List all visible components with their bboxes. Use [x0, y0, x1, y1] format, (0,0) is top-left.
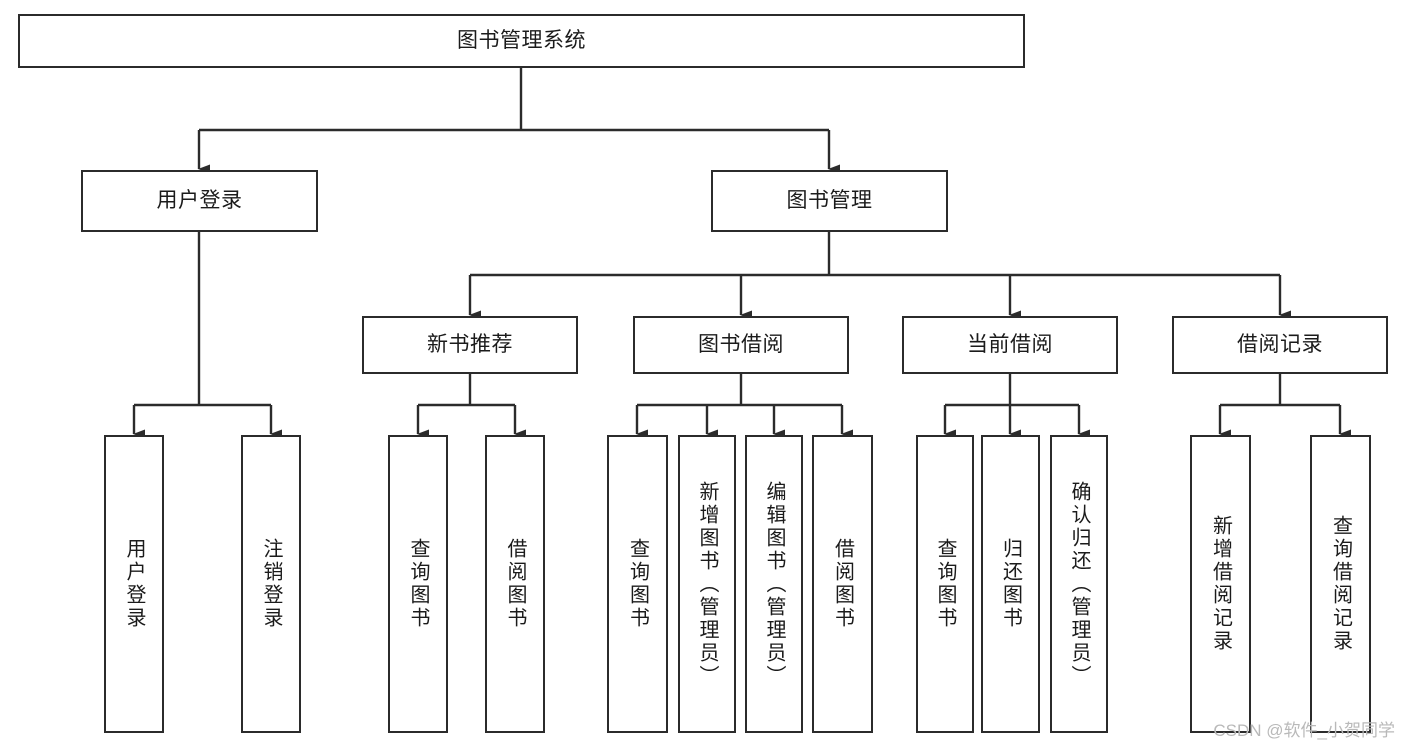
- leaf-label: 查询图书: [407, 538, 429, 630]
- node-book-management[interactable]: 图书管理: [711, 170, 948, 232]
- leaf-add-book-admin[interactable]: 新增图书（管理员）: [678, 435, 736, 733]
- node-label-root: 图书管理系统: [457, 29, 586, 53]
- node-label-book-management: 图书管理: [786, 189, 873, 213]
- node-label-book-borrow: 图书借阅: [698, 333, 784, 357]
- node-label-current-borrow: 当前借阅: [967, 333, 1053, 357]
- node-current-borrow[interactable]: 当前借阅: [902, 316, 1118, 374]
- leaf-label: 编辑图书（管理员）: [763, 480, 785, 688]
- leaf-query-book-borrow[interactable]: 查询图书: [607, 435, 668, 733]
- leaf-query-borrow-record[interactable]: 查询借阅记录: [1310, 435, 1371, 733]
- leaf-add-borrow-record[interactable]: 新增借阅记录: [1190, 435, 1251, 733]
- node-book-borrow[interactable]: 图书借阅: [633, 316, 849, 374]
- leaf-borrow-book-recommend[interactable]: 借阅图书: [485, 435, 545, 733]
- leaf-label: 借阅图书: [831, 538, 854, 630]
- leaf-label: 确认归还（管理员）: [1068, 480, 1090, 688]
- leaf-label: 借阅图书: [504, 538, 526, 630]
- leaf-label: 查询图书: [626, 538, 649, 630]
- node-label-borrow-record: 借阅记录: [1237, 333, 1323, 357]
- leaf-query-book-recommend[interactable]: 查询图书: [388, 435, 448, 733]
- node-borrow-record[interactable]: 借阅记录: [1172, 316, 1388, 374]
- leaf-label: 归还图书: [999, 538, 1022, 630]
- node-new-book-recommend[interactable]: 新书推荐: [362, 316, 578, 374]
- leaf-borrow-book[interactable]: 借阅图书: [812, 435, 873, 733]
- leaf-label: 查询借阅记录: [1329, 515, 1352, 653]
- leaf-label: 用户登录: [123, 538, 145, 630]
- leaf-label: 注销登录: [260, 538, 282, 630]
- leaf-confirm-return-admin[interactable]: 确认归还（管理员）: [1050, 435, 1108, 733]
- leaf-label: 新增图书（管理员）: [696, 480, 718, 688]
- leaf-logout-login[interactable]: 注销登录: [241, 435, 301, 733]
- leaf-user-login[interactable]: 用户登录: [104, 435, 164, 733]
- node-root[interactable]: 图书管理系统: [18, 14, 1025, 68]
- leaf-edit-book-admin[interactable]: 编辑图书（管理员）: [745, 435, 803, 733]
- leaf-query-book-current[interactable]: 查询图书: [916, 435, 974, 733]
- leaf-label: 查询图书: [934, 538, 956, 630]
- node-label-user-login: 用户登录: [156, 189, 243, 213]
- leaf-return-book[interactable]: 归还图书: [981, 435, 1040, 733]
- leaf-label: 新增借阅记录: [1209, 515, 1232, 653]
- node-label-new-book-recommend: 新书推荐: [427, 333, 513, 357]
- node-user-login[interactable]: 用户登录: [81, 170, 318, 232]
